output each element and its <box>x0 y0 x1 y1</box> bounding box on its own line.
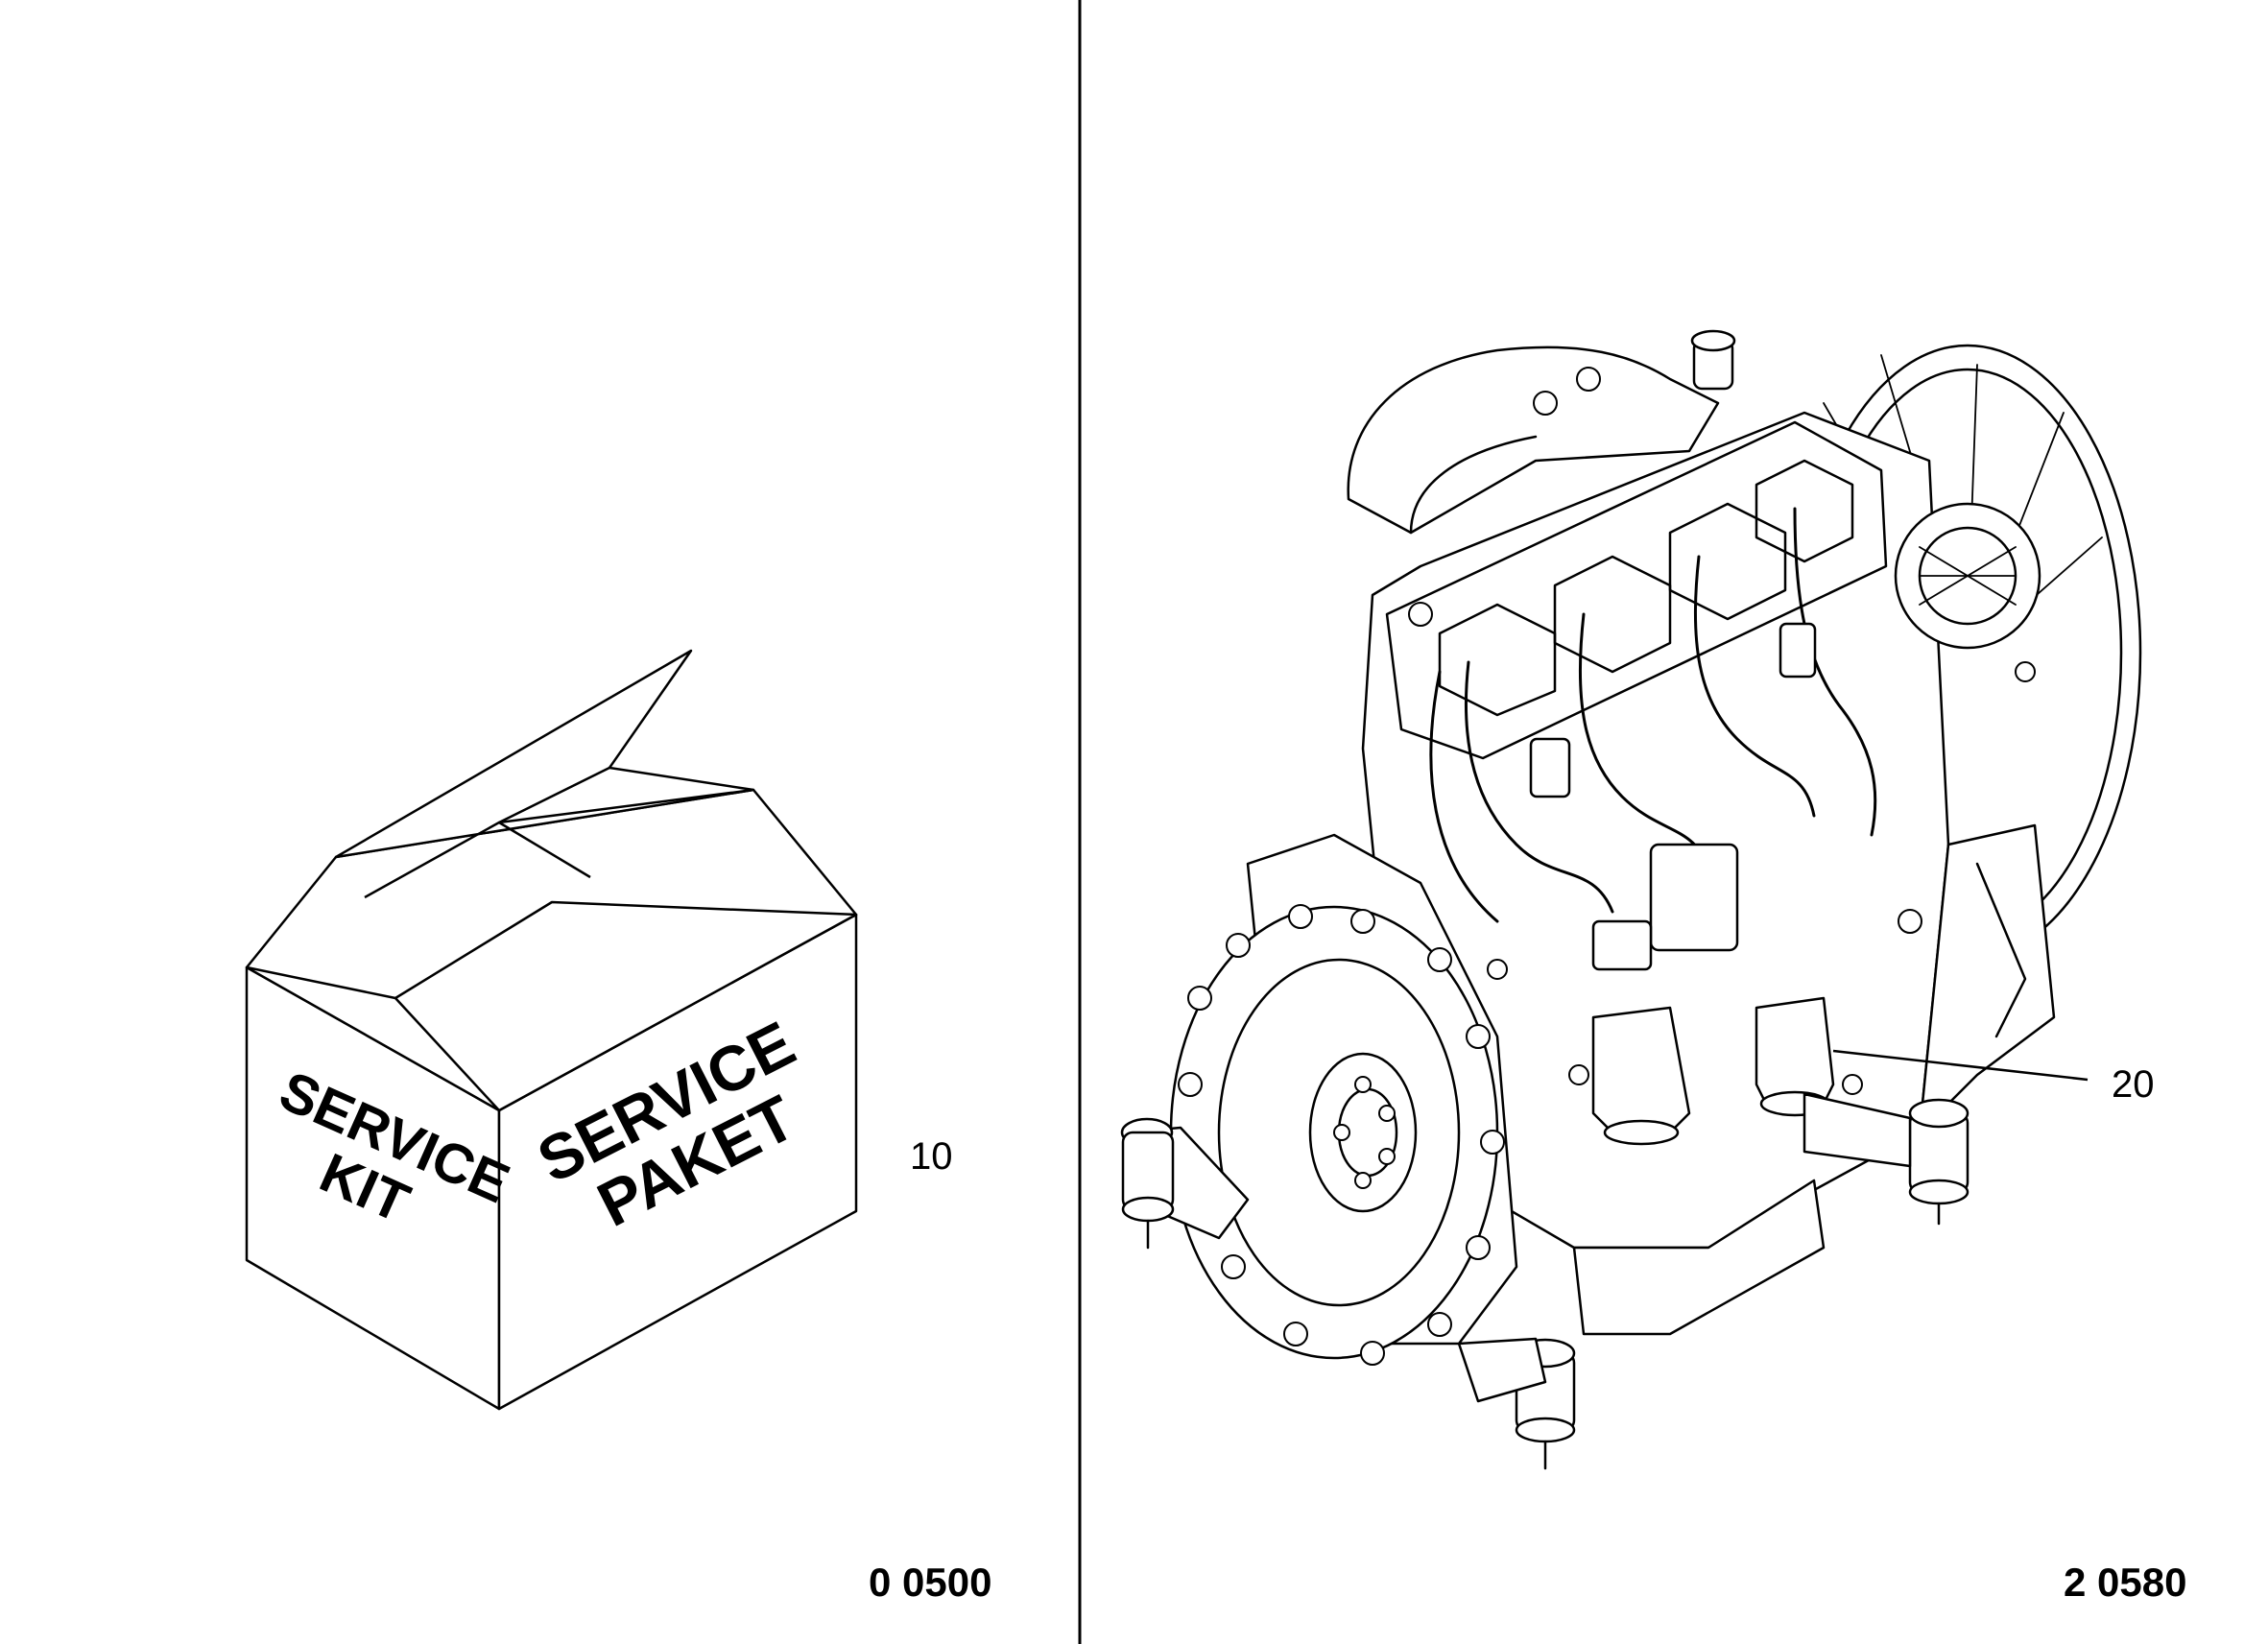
box-front-flap <box>394 900 858 1112</box>
callout-20: 20 <box>2112 1063 2155 1106</box>
service-box-illustration <box>245 649 858 1411</box>
section-code-left: 0 0500 <box>869 1560 992 1605</box>
engine-mounts <box>1120 1092 1970 1470</box>
callout-20-leader <box>1832 1049 2089 1082</box>
engine-illustration <box>1120 329 2142 1470</box>
alternator <box>1894 502 2041 650</box>
cylinder-head <box>1385 420 1888 760</box>
intake-manifold <box>1347 345 1720 535</box>
callout-10: 10 <box>910 1135 953 1178</box>
section-code-right: 2 0580 <box>2064 1560 2187 1605</box>
oil-sump <box>1572 1179 1826 1336</box>
fuel-filter <box>1591 996 1835 1146</box>
flywheel-housing <box>1169 833 1518 1366</box>
